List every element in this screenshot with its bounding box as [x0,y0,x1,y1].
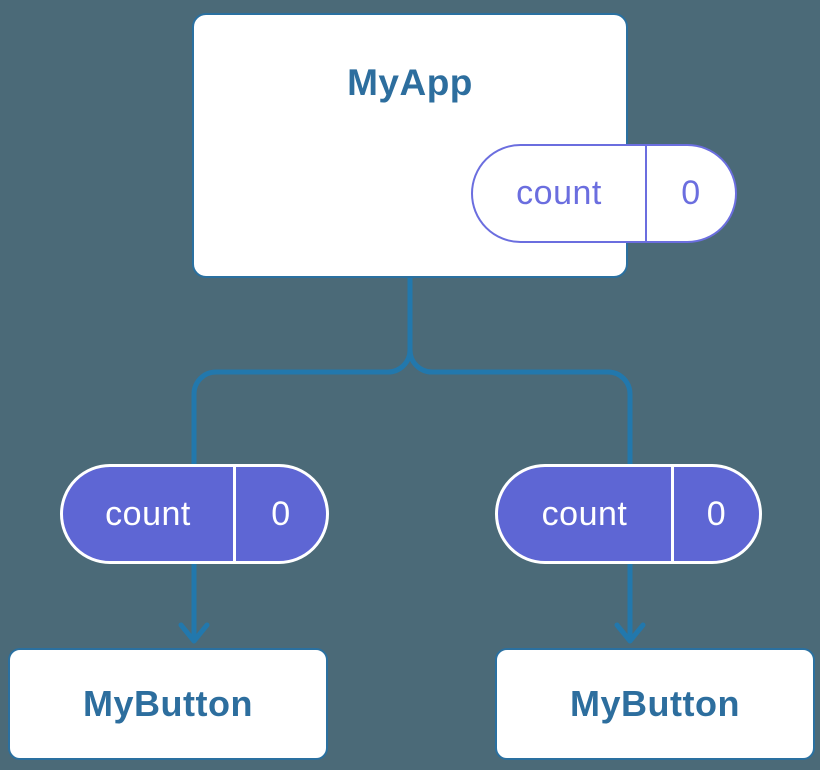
arrow-left-head-icon [178,622,210,644]
branch-right-line [407,347,633,467]
node-mybutton-right-title: MyButton [570,683,740,724]
prop-pill-left-value: 0 [233,467,326,561]
node-myapp-title: MyApp [347,62,473,103]
state-pill-key: count [516,174,602,212]
prop-pill-right-value: 0 [671,467,759,561]
state-pill-myapp: count 0 [471,144,737,243]
node-mybutton-left-title: MyButton [83,683,253,724]
arrow-right-head-icon [614,622,646,644]
node-myapp-card: MyApp count 0 [192,13,737,278]
prop-pill-left: count 0 [60,464,329,564]
prop-pill-right-key: count [541,494,628,533]
node-mybutton-left-card: MyButton [8,648,328,760]
branch-left-line [191,347,413,467]
prop-pill-right: count 0 [495,464,762,564]
node-mybutton-right-card: MyButton [495,648,815,760]
state-pill-value: 0 [645,146,735,241]
prop-pill-left-key: count [105,494,191,533]
